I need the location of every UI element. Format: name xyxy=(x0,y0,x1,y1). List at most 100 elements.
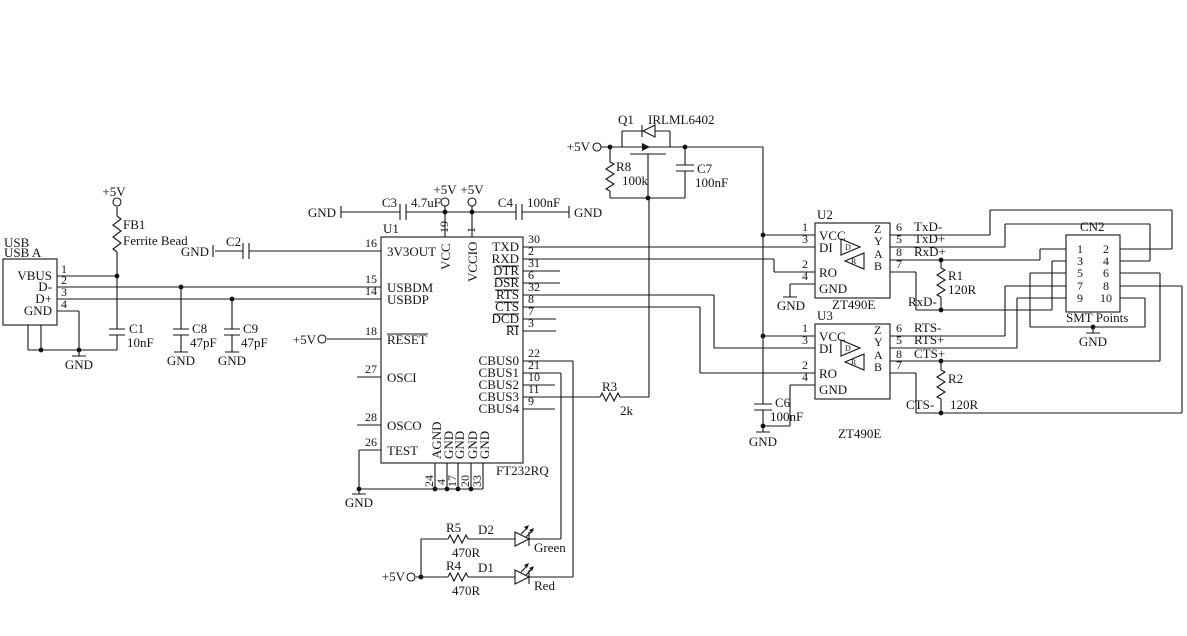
u1-agnd: AGND xyxy=(429,421,444,459)
u3-driver-triangle xyxy=(840,339,862,357)
u2-pin7-num: 7 xyxy=(896,257,902,271)
u1-pin10-num: 10 xyxy=(528,370,540,384)
u1-ref: U1 xyxy=(383,221,399,236)
usb-pin-dminus: D- xyxy=(38,279,52,294)
r1-resistor-symbol xyxy=(935,267,947,298)
u2-vcc: VCC xyxy=(819,228,846,243)
c6-ref: C6 xyxy=(775,395,791,410)
u1-test: TEST xyxy=(387,443,418,458)
q1-mosfet-symbol xyxy=(630,124,666,155)
d1-color: Red xyxy=(534,578,555,593)
u1-txd: TXD xyxy=(492,239,519,254)
net-cts-plus: CTS+ xyxy=(914,346,945,361)
u3-port-z: Z xyxy=(874,323,881,337)
u3-pin5-num: 5 xyxy=(896,333,902,347)
u2-port-b: B xyxy=(874,259,882,273)
c7-capacitor-symbol xyxy=(676,164,694,172)
u1-dtr: DTR xyxy=(493,263,519,278)
u3-pin1-num: 1 xyxy=(802,321,808,335)
cn2-ref: CN2 xyxy=(1080,219,1105,234)
u2-gnd: GND xyxy=(819,281,847,296)
c7-value: 100nF xyxy=(695,175,728,190)
u3-pin4-num: 4 xyxy=(802,370,808,384)
u2-port-a: A xyxy=(874,247,883,261)
u3-receiver-letter: R xyxy=(851,358,857,367)
u1-pin22-num: 22 xyxy=(528,346,540,360)
cn2-pin-7: 7 xyxy=(1077,279,1083,293)
u2-ref: U2 xyxy=(817,207,833,222)
q1-ref: Q1 xyxy=(618,112,634,127)
v5-label-reset: +5V xyxy=(293,332,317,347)
u2-port-y: Y xyxy=(874,234,883,248)
r4-ref: R4 xyxy=(446,558,462,573)
u1-usbdp: USBDP xyxy=(387,292,429,307)
c9-value: 47pF xyxy=(241,335,268,350)
u2-pin4-num: 4 xyxy=(802,269,808,283)
u1-rxd: RXD xyxy=(492,251,519,266)
q1-part: IRLML6402 xyxy=(648,112,714,127)
r1-value: 120R xyxy=(948,282,977,297)
net-rxd-minus: RxD- xyxy=(908,294,937,309)
r5-ref: R5 xyxy=(446,520,461,535)
u1-pin32-num: 32 xyxy=(528,280,540,294)
c1-value: 10nF xyxy=(127,335,154,350)
v5-terminal-fb1 xyxy=(112,197,122,207)
d2-green-led-symbol xyxy=(514,525,534,547)
r8-resistor-symbol xyxy=(604,161,616,192)
u1-pin9-num: 9 xyxy=(528,394,534,408)
u1-cbus0: CBUS0 xyxy=(479,353,519,368)
v5-label-led: +5V xyxy=(382,569,406,584)
u1-ft232rq-body xyxy=(380,236,524,464)
u1-pin26-num: 26 xyxy=(365,435,377,449)
u3-port-b: B xyxy=(874,360,882,374)
u1-pin4-num: 4 xyxy=(434,479,448,485)
u3-ref: U3 xyxy=(817,308,833,323)
r5-resistor-symbol xyxy=(447,533,469,545)
u1-pin24-num: 24 xyxy=(422,475,436,487)
u1-pin11-num: 11 xyxy=(528,382,540,396)
cn2-pin-2: 2 xyxy=(1103,242,1109,256)
net-txd-plus: TxD+ xyxy=(914,231,945,246)
u2-ro: RO xyxy=(819,265,837,280)
v5-label-fb1: +5V xyxy=(102,184,126,199)
u3-pin6-num: 6 xyxy=(896,321,902,335)
u1-pin7-num: 7 xyxy=(528,304,534,318)
u3-gnd: GND xyxy=(819,382,847,397)
c2-ref: C2 xyxy=(226,234,241,249)
gnd-label-c4: GND xyxy=(574,205,602,220)
u1-pin2-num: 2 xyxy=(528,244,534,258)
gnd-label-c3: GND xyxy=(308,205,336,220)
c4-capacitor-symbol xyxy=(515,204,523,220)
gnd-label-c2: GND xyxy=(181,244,209,259)
d2-color: Green xyxy=(534,540,566,555)
cn2-pin-5: 5 xyxy=(1077,266,1083,280)
r2-ref: R2 xyxy=(948,371,963,386)
c6-capacitor-symbol xyxy=(754,403,772,411)
u1-cts: CTS xyxy=(495,299,519,314)
c3-ref: C3 xyxy=(382,195,397,210)
r4-value: 470R xyxy=(452,583,481,598)
usb-pin-vbus: VBUS xyxy=(17,268,52,283)
u1-pin8-num: 8 xyxy=(528,292,534,306)
usb-type-label: USB A xyxy=(4,245,42,260)
r8-ref: R8 xyxy=(616,159,631,174)
u1-pin16-num: 16 xyxy=(365,236,377,250)
gnd-label-c6: GND xyxy=(749,434,777,449)
fb1-ref: FB1 xyxy=(123,217,145,232)
c8-value: 47pF xyxy=(190,335,217,350)
cn2-pin-1: 1 xyxy=(1077,242,1083,256)
u3-part: ZT490E xyxy=(838,426,881,441)
c6-value: 100nF xyxy=(770,409,803,424)
u2-pin6-num: 6 xyxy=(896,220,902,234)
ground-bars xyxy=(72,206,1100,495)
wires xyxy=(27,130,1183,578)
active-low-overlines xyxy=(387,265,519,335)
u1-usbdm: USBDM xyxy=(387,280,434,295)
u1-rts: RTS xyxy=(496,287,519,302)
u1-cbus4: CBUS4 xyxy=(479,401,520,416)
u1-cbus2: CBUS2 xyxy=(479,377,519,392)
u2-receiver-letter: R xyxy=(851,257,857,266)
r3-ref: R3 xyxy=(602,379,617,394)
